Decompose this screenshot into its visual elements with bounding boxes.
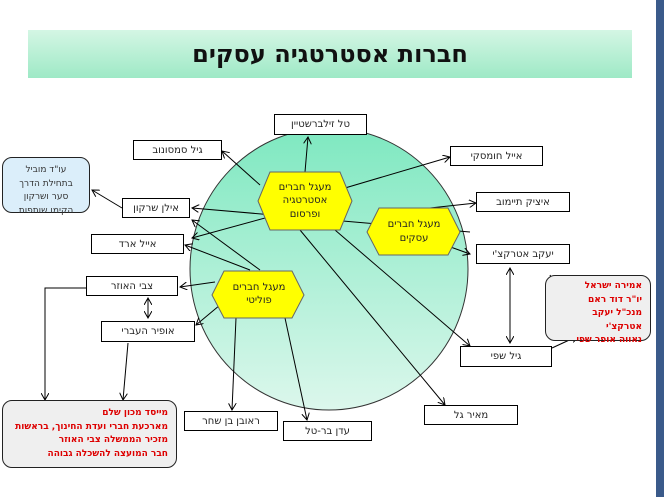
person-box: צבי האוזר [86, 276, 178, 296]
person-box: יעקב אטרקצ'י [476, 244, 570, 264]
page-title: חברות אסטרטגיה עסקים [28, 30, 632, 78]
person-box: טל זילברשטיין [274, 114, 367, 135]
note-line: חבר המועצה להשכלה גבוהה [47, 448, 168, 459]
note-line: מארכעת חברי ועדת החינוך, בראשות [15, 421, 168, 432]
note-line: יו"ר דוד ראם [587, 294, 642, 305]
window-frame [656, 0, 664, 497]
person-box: גיל שפי [460, 346, 552, 367]
friends-circle [189, 127, 469, 411]
person-box: אופיר העברי [101, 321, 195, 342]
note-line: נאווה אופר שפי [576, 335, 642, 345]
person-box: ראובן בן שחר [184, 411, 278, 431]
person-box: איציק תיימוב [476, 192, 570, 212]
note-bottom: מייסד מכון שלם מארכעת חברי ועדת החינוך, … [2, 400, 177, 468]
circle-label-strategy: מעגל חברים אסטרטגיה ופרסום [278, 181, 332, 220]
person-box: אילן שרקון [122, 198, 190, 218]
note-blue: עו"ד מוביל בתחילת הדרך סער ושרקון הקימו … [2, 157, 90, 216]
hexagon-strategy [257, 171, 353, 231]
circle-label-political: מעגל חברים פוליטי [232, 281, 286, 307]
circle-label-business: מעגל חברים עסקים [387, 219, 441, 244]
hexagon-political [211, 270, 305, 319]
hexagon-business [366, 207, 461, 256]
note-right: אמירה ישראל יו"ר דוד ראם מנכ"ל יעקב אטרק… [545, 275, 651, 345]
person-box: אייל חומסקי [450, 146, 543, 166]
note-line: אמירה ישראל [584, 281, 642, 291]
note-line: מנכ"ל יעקב אטרקצ'י [592, 308, 642, 332]
person-box: מאיר גל [424, 405, 518, 425]
person-box: אייל ארד [91, 234, 184, 254]
note-line: מזכיר הממשלה צבי האוזר [58, 435, 168, 445]
note-line: מייסד מכון שלם [102, 408, 168, 418]
person-box: גיל סמסונוב [133, 140, 222, 160]
person-box: עדן בר-טל [283, 421, 372, 441]
